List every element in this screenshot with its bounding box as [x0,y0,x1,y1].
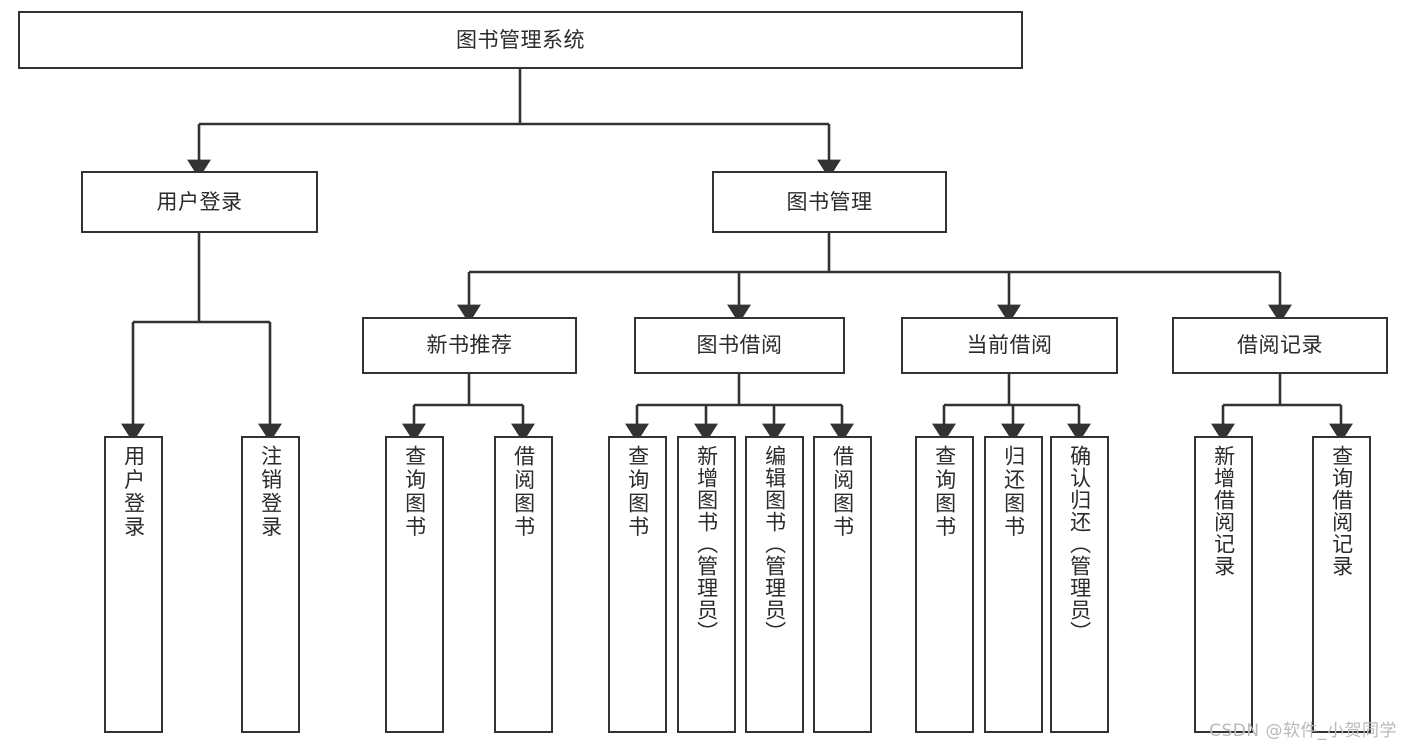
node-label: 确认归还（管理员） [1067,445,1092,643]
node-book-management[interactable]: 图书管理 [712,171,947,233]
leaf-new-book-borrow[interactable]: 借阅图书 [494,436,553,733]
leaf-user-login-signin[interactable]: 用户登录 [104,436,163,733]
node-label: 用户登录 [121,445,146,539]
node-label: 新增借阅记录 [1211,445,1236,577]
leaf-current-query-book[interactable]: 查询图书 [915,436,974,733]
node-user-login[interactable]: 用户登录 [81,171,318,233]
leaf-borrow-edit-book-admin[interactable]: 编辑图书（管理员） [745,436,804,733]
node-label: 查询图书 [402,445,427,539]
leaf-current-confirm-return-admin[interactable]: 确认归还（管理员） [1050,436,1109,733]
leaf-borrow-borrow-book[interactable]: 借阅图书 [813,436,872,733]
node-label: 图书借阅 [696,333,783,358]
node-label: 新增图书（管理员） [694,445,719,643]
node-borrow-records[interactable]: 借阅记录 [1172,317,1388,374]
leaf-user-login-logout[interactable]: 注销登录 [241,436,300,733]
node-label: 查询图书 [625,445,650,539]
node-new-book-recommend[interactable]: 新书推荐 [362,317,577,374]
node-label: 借阅图书 [511,445,536,539]
node-label: 编辑图书（管理员） [762,445,787,643]
node-label: 图书管理系统 [456,27,585,52]
leaf-records-add-record[interactable]: 新增借阅记录 [1194,436,1253,733]
node-label: 借阅记录 [1237,333,1323,358]
node-label: 查询图书 [932,445,957,539]
node-label: 借阅图书 [830,445,855,539]
watermark-text: CSDN @软件_小贺同学 [1209,721,1397,741]
node-label: 查询借阅记录 [1329,445,1354,577]
node-label: 用户登录 [156,189,243,214]
node-root-system[interactable]: 图书管理系统 [18,11,1023,69]
node-label: 注销登录 [258,445,283,539]
leaf-new-book-query[interactable]: 查询图书 [385,436,444,733]
leaf-records-query-record[interactable]: 查询借阅记录 [1312,436,1371,733]
node-label: 当前借阅 [966,333,1053,358]
node-label: 新书推荐 [426,333,513,358]
node-label: 图书管理 [786,189,873,214]
leaf-borrow-add-book-admin[interactable]: 新增图书（管理员） [677,436,736,733]
node-book-borrow[interactable]: 图书借阅 [634,317,845,374]
leaf-borrow-query-book[interactable]: 查询图书 [608,436,667,733]
leaf-current-return-book[interactable]: 归还图书 [984,436,1043,733]
node-label: 归还图书 [1001,445,1026,539]
node-current-borrow[interactable]: 当前借阅 [901,317,1118,374]
